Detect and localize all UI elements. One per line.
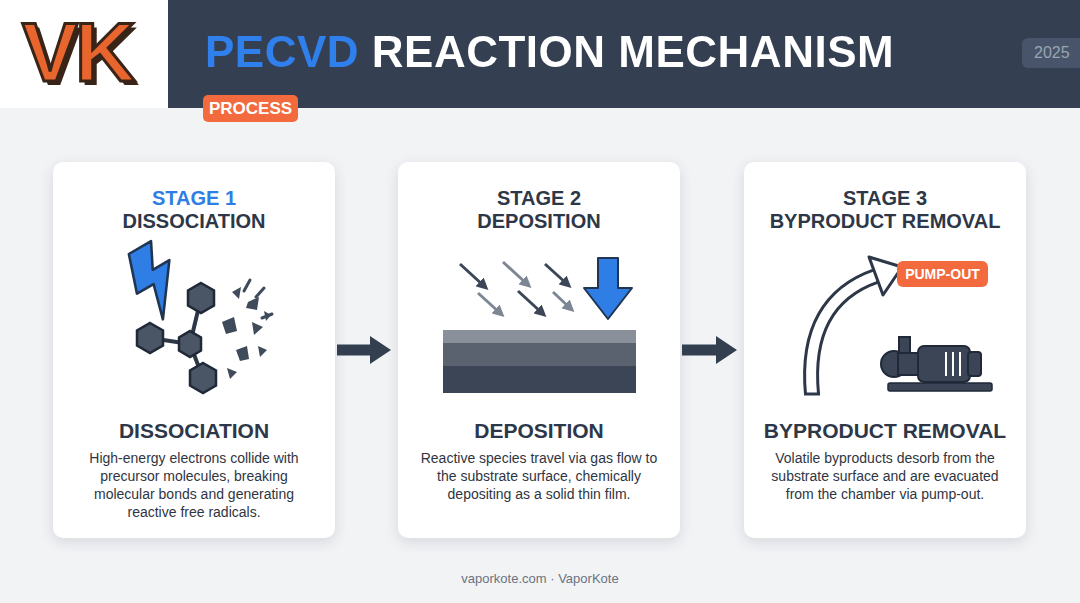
- pump-coupling: [898, 353, 922, 375]
- fragment-shard: [232, 287, 241, 299]
- pump-inlet: [899, 337, 910, 355]
- stage-subheading: DISSOCIATION: [61, 418, 327, 444]
- film-layer: [443, 330, 636, 343]
- motion-dash: [262, 314, 272, 318]
- stage-card: STAGE 1DISSOCIATIONDISSOCIATIONHigh-ener…: [53, 162, 335, 538]
- fragment-shard: [222, 317, 237, 334]
- fragment-shard: [246, 297, 259, 310]
- stage-subheading: BYPRODUCT REMOVAL: [752, 418, 1018, 444]
- logo-mark: VK: [22, 10, 133, 94]
- stage-subheading: DEPOSITION: [406, 418, 672, 444]
- byproduct-illustration: [804, 257, 992, 394]
- motor-end-cap: [968, 352, 981, 376]
- page-title: PECVD REACTION MECHANISM: [205, 28, 894, 76]
- pump-out-badge: PUMP-OUT: [897, 261, 988, 287]
- stage-card: STAGE 3BYPRODUCT REMOVALBYPRODUCT REMOVA…: [744, 162, 1026, 538]
- dissociation-illustration: [118, 238, 272, 393]
- species-arrow: [518, 291, 542, 313]
- species-arrow: [503, 262, 527, 284]
- pump-base: [888, 383, 992, 391]
- motor-fin: [952, 352, 954, 376]
- logo-panel: [0, 0, 168, 108]
- deposition-illustration: [443, 258, 636, 393]
- pump-motor: [918, 346, 970, 382]
- molecule-hexagon: [188, 283, 214, 313]
- fragment-shard: [227, 368, 237, 379]
- stage-number: STAGE 2: [406, 186, 672, 210]
- fragment-shard: [236, 346, 249, 361]
- stage-number: STAGE 1: [61, 186, 327, 210]
- lightning-bolt: [118, 238, 194, 324]
- footer-caption: vaporkote.com · VaporKote: [0, 571, 1080, 586]
- molecule-hexagon: [179, 331, 201, 357]
- stage-description: Reactive species travel via gas flow to …: [414, 449, 664, 503]
- pump-housing: [881, 351, 907, 377]
- molecule-hexagon: [190, 363, 216, 393]
- exhaust-arrow-fill: [811, 276, 876, 394]
- stage-card: STAGE 2DEPOSITIONDEPOSITIONReactive spec…: [398, 162, 680, 538]
- flow-arrow: [682, 345, 716, 356]
- stage-heading: DEPOSITION: [406, 209, 672, 233]
- species-arrow: [545, 264, 567, 284]
- fragment-shard: [258, 346, 267, 357]
- stage-number: STAGE 3: [752, 186, 1018, 210]
- flow-arrow: [337, 345, 370, 356]
- motor-fin: [945, 352, 947, 376]
- film-layer: [443, 343, 636, 366]
- fragment-shard: [252, 322, 263, 335]
- molecular-bond: [150, 338, 190, 344]
- motor-fin: [959, 352, 961, 376]
- exhaust-arrow-tail: [804, 393, 820, 396]
- deposition-arrow: [584, 258, 632, 319]
- species-arrow: [460, 264, 484, 286]
- molecule-hexagon: [137, 323, 163, 353]
- exhaust-arrow-outline: [811, 276, 876, 394]
- category-tag: PROCESS: [203, 95, 298, 122]
- molecular-bond: [190, 298, 201, 344]
- stage-heading: DISSOCIATION: [61, 209, 327, 233]
- stage-description: High-energy electrons collide with precu…: [69, 449, 319, 521]
- year-badge: 2025: [1022, 38, 1080, 68]
- stage-description: Volatile byproducts desorb from the subs…: [760, 449, 1010, 503]
- fragment-shard: [264, 311, 271, 321]
- header-band: [168, 0, 1080, 108]
- species-arrow: [478, 293, 500, 313]
- substrate-layer: [443, 366, 636, 393]
- species-arrow: [553, 292, 570, 308]
- motion-dash: [256, 288, 264, 297]
- molecular-bond: [190, 344, 203, 378]
- motion-dash: [244, 280, 250, 291]
- stage-heading: BYPRODUCT REMOVAL: [752, 209, 1018, 233]
